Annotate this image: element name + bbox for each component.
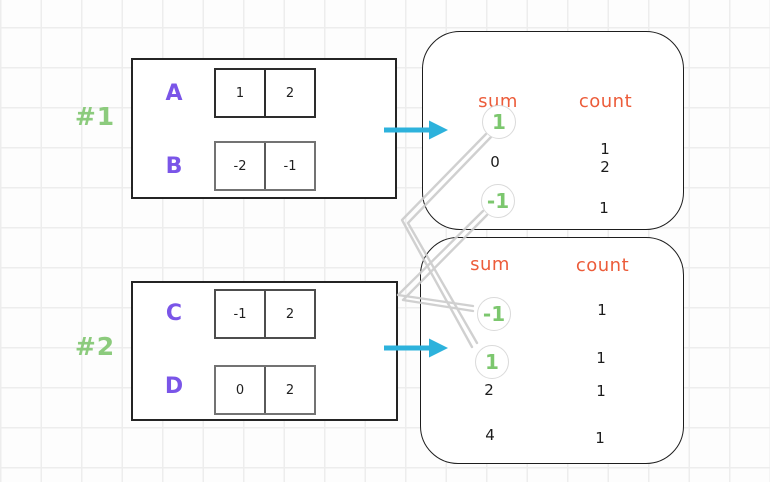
array-d-label: D <box>164 374 184 399</box>
count-value: 1 <box>596 382 606 400</box>
array-c-cell-1: 2 <box>285 306 295 322</box>
example-2-result-table: sum count -1 1 1 1 2 1 4 1 <box>420 237 684 464</box>
array-d-cells: 0 2 <box>214 365 316 415</box>
array-a-cells: 1 2 <box>214 68 316 118</box>
example-2-label: #2 <box>74 332 116 361</box>
circled-sum-value: 1 <box>482 105 516 139</box>
sum-value: 2 <box>484 381 494 399</box>
array-b-cell-1: -1 <box>283 158 297 174</box>
array-c-cells: -1 2 <box>214 289 316 339</box>
count-column-header-1: count <box>578 91 633 112</box>
array-b-label: B <box>165 154 183 179</box>
circled-sum-value: 1 <box>475 345 509 379</box>
count-value: 1 <box>600 140 610 158</box>
sum-value: 0 <box>490 153 500 171</box>
circled-sum-value: -1 <box>481 184 515 218</box>
array-d-cell-1: 2 <box>285 382 295 398</box>
count-value: 1 <box>599 199 609 217</box>
count-value: 2 <box>600 158 610 176</box>
example-1-input-box: A 1 2 B -2 -1 <box>131 58 397 199</box>
count-column-header-2: count <box>575 255 630 276</box>
array-c-cell-0: -1 <box>216 291 266 337</box>
array-b-cell-0: -2 <box>216 143 266 189</box>
array-c-label: C <box>165 301 183 326</box>
array-d-cell-0: 0 <box>216 367 266 413</box>
example-2-input-box: C -1 2 D 0 2 <box>131 281 398 421</box>
sum-value: 4 <box>485 426 495 444</box>
circled-sum-value: -1 <box>477 297 511 331</box>
count-value: 1 <box>597 301 607 319</box>
array-a-cell-0: 1 <box>216 70 266 116</box>
example-1-result-table: sum count 1 1 0 2 -1 1 <box>422 31 684 230</box>
example-1-label: #1 <box>74 102 116 131</box>
count-value: 1 <box>596 349 606 367</box>
array-b-cells: -2 -1 <box>214 141 316 191</box>
sum-column-header-2: sum <box>470 254 510 275</box>
array-a-label: A <box>165 81 183 106</box>
count-value: 1 <box>595 429 605 447</box>
array-a-cell-1: 2 <box>285 85 295 101</box>
